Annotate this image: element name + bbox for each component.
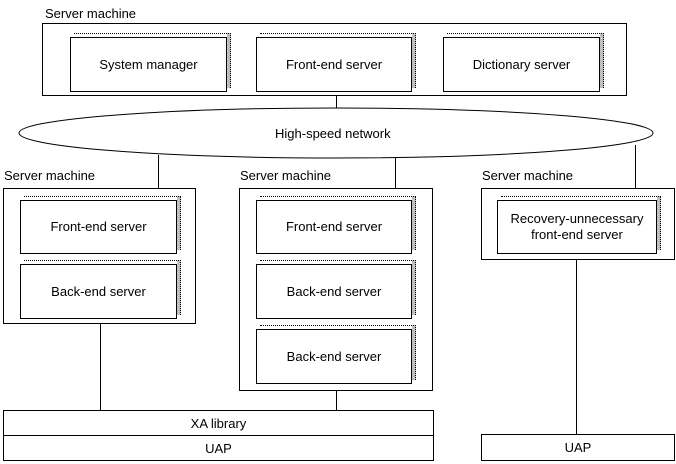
- network-ellipse: [18, 107, 654, 159]
- connector-left-to-xa: [100, 323, 101, 410]
- left-server-title: Server machine: [4, 168, 96, 183]
- left-uap-label: UAP: [205, 440, 232, 456]
- middle-server-title: Server machine: [240, 168, 332, 183]
- left-front-end-server-box: Front-end server: [20, 196, 181, 254]
- right-uap-label: UAP: [564, 440, 592, 455]
- top-front-end-server-box: Front-end server: [256, 33, 416, 92]
- network-label: High-speed network: [275, 126, 391, 141]
- client-left-divider: [3, 435, 434, 436]
- connector-middle-to-xa: [336, 390, 337, 410]
- xa-library-label: XA library: [190, 415, 247, 431]
- dictionary-server-box: Dictionary server: [443, 33, 604, 92]
- connector-network-to-left: [158, 155, 159, 189]
- middle-back-end-server-box-1: Back-end server: [256, 260, 416, 319]
- connector-network-to-right: [635, 145, 636, 189]
- middle-front-end-server-box: Front-end server: [256, 196, 416, 254]
- right-server-title: Server machine: [482, 168, 574, 183]
- middle-back-end-server-box-2: Back-end server: [256, 325, 416, 384]
- connector-network-to-middle: [395, 157, 396, 189]
- connector-top-to-network: [336, 95, 337, 108]
- client-right-uap: [481, 434, 675, 461]
- recovery-unnecessary-front-end-server-box: Recovery-unnecessary front-end server: [497, 196, 661, 254]
- top-server-title: Server machine: [45, 6, 137, 21]
- left-back-end-server-box: Back-end server: [20, 260, 181, 319]
- connector-right-to-uap: [576, 259, 577, 434]
- system-manager-box: System manager: [70, 33, 231, 92]
